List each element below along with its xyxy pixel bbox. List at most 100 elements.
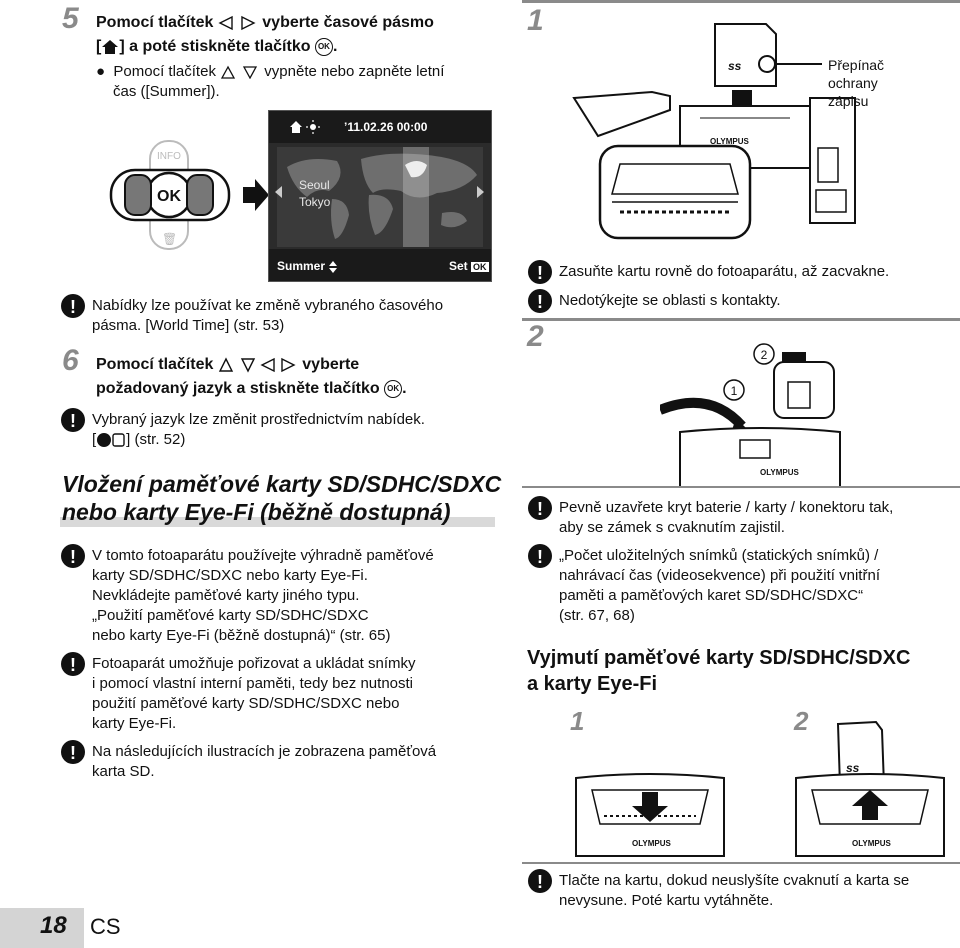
camera-brand-4: OLYMPUS — [852, 839, 891, 848]
top-rule — [522, 0, 960, 3]
section-heading-insert-card: Vložení paměťové karty SD/SDHC/SDXC nebo… — [62, 470, 501, 526]
note-world-time: ! Nabídky lze používat ke změně vybranéh… — [60, 294, 500, 336]
ok-key-icon: OK — [384, 379, 403, 398]
pull-card-illustration: ss OLYMPUS — [795, 720, 945, 857]
note-storable-l2: nahrávací čas (videosekvence) při použit… — [559, 567, 880, 584]
step2-rule — [522, 486, 960, 488]
caution-icon: ! — [528, 496, 552, 520]
remove-heading-l2: a karty Eye-Fi — [527, 673, 658, 695]
bottom-rule — [522, 862, 960, 864]
note-insert-straight: ! Zasuňte kartu rovně do fotoaparátu, až… — [527, 260, 957, 285]
caution-icon: ! — [61, 294, 85, 318]
note-card-types: ! V tomto fotoaparátu používejte výhradn… — [60, 544, 500, 646]
note-close-cover-l2: aby se zámek s cvaknutím zajistil. — [559, 519, 785, 536]
note-card-types-l3: Nevkládejte paměťové karty jiného typu. — [92, 587, 360, 604]
ok-key-icon: OK — [314, 37, 333, 56]
note-storable-l4: (str. 67, 68) — [559, 607, 635, 624]
callout-1: 1 — [731, 384, 738, 398]
svg-text:!: ! — [70, 297, 76, 317]
remove-step-2-number: 2 — [794, 706, 809, 736]
step-6-number: 6 — [62, 344, 79, 377]
language-icon — [97, 433, 125, 448]
mid-rule — [522, 318, 960, 321]
note-contacts-text: Nedotýkejte se oblasti s kontakty. — [559, 292, 781, 309]
note-card-types-l1: V tomto fotoaparátu používejte výhradně … — [92, 547, 434, 564]
page-number-tab — [0, 908, 84, 948]
note-storable-l3: paměti a paměťových karet SD/SDHC/SDXC“ — [559, 587, 864, 604]
section-heading-bar — [60, 517, 495, 527]
svg-text:!: ! — [537, 263, 543, 283]
note-sd-illustration: ! Na následujících ilustracích je zobraz… — [60, 740, 500, 782]
step-6-instruction: Pomocí tlačítek vyberte požadovaný jazyk… — [96, 356, 407, 398]
callout-l3: zápisu — [828, 93, 869, 109]
remove-card-heading: Vyjmutí paměťové karty SD/SDHC/SDXC a ka… — [527, 645, 910, 697]
note-internal-memory-l1: Fotoaparát umožňuje pořizovat a ukládat … — [92, 655, 416, 672]
screen-datetime: ’11.02.26 00:00 — [344, 120, 428, 134]
note-internal-memory-l2: i pomocí vlastní interní paměti, tedy be… — [92, 675, 413, 692]
four-way-arrows-icon — [218, 357, 296, 373]
note-contacts: ! Nedotýkejte se oblasti s kontakty. — [527, 289, 957, 314]
camera-brand: OLYMPUS — [710, 137, 749, 146]
caution-icon: ! — [528, 260, 552, 284]
step-6-line2: požadovaný jazyk a stiskněte tlačítko — [96, 380, 380, 397]
svg-text:!: ! — [537, 547, 543, 567]
card-insertion-illustration: ss OLYMPUS — [572, 23, 856, 240]
up-down-small-icon — [329, 260, 338, 273]
caution-icon: ! — [528, 289, 552, 313]
svg-text:!: ! — [537, 292, 543, 312]
caution-icon: ! — [61, 408, 85, 432]
remove-heading-l1: Vyjmutí paměťové karty SD/SDHC/SDXC — [527, 647, 911, 669]
callout-2: 2 — [761, 348, 768, 362]
world-map — [277, 147, 483, 247]
note-insert-straight-text: Zasuňte kartu rovně do fotoaparátu, až z… — [559, 263, 890, 280]
step-5-number: 5 — [62, 2, 79, 35]
step-5-bullet: ● Pomocí tlačítek vypněte nebo zapněte l… — [96, 62, 496, 102]
set-label: Set — [449, 259, 468, 273]
push-card-illustration: OLYMPUS — [575, 773, 725, 857]
callout-l1: Přepínač — [828, 57, 885, 73]
right-step-2-number: 2 — [527, 320, 544, 353]
world-time-screen: ’11.02.26 00:00 Seoul Tokyo Summer Set O… — [268, 110, 492, 282]
card-logo: ss — [728, 59, 742, 73]
step-5-line2b: ] a poté stiskněte tlačítko — [119, 38, 311, 55]
card-logo-2: ss — [846, 761, 860, 775]
camera-brand-2: OLYMPUS — [760, 468, 799, 477]
page-number: 18 — [40, 912, 67, 939]
ok-badge: OK — [471, 262, 489, 272]
step-6-line1b: vyberte — [302, 356, 360, 373]
map-left-arrow-icon — [275, 186, 282, 198]
home-icon — [102, 39, 119, 54]
section-heading-l2: nebo karty Eye-Fi (běžně dostupná) — [62, 499, 451, 525]
caution-icon: ! — [61, 544, 85, 568]
note-card-types-l5: nebo karty Eye-Fi (běžně dostupná)“ (str… — [92, 627, 391, 644]
bullet-dot-icon: ● — [96, 63, 106, 80]
control-pad-illustration: INFO 🗑 OK — [109, 140, 269, 250]
note-storable-l1: „Počet uložitelných snímků (statických s… — [559, 547, 879, 564]
note-internal-memory-l3: použití paměťové karty SD/SDHC/SDXC nebo — [92, 695, 400, 712]
note-push-card-l2: nevysune. Poté kartu vytáhněte. — [559, 892, 774, 909]
note-language-l1: Vybraný jazyk lze změnit prostřednictvím… — [92, 411, 425, 428]
step-5-bullet-c: čas ([Summer]). — [113, 83, 220, 100]
svg-text:!: ! — [537, 872, 543, 892]
left-right-arrows-icon — [218, 15, 256, 30]
note-language-l2b: ] (str. 52) — [126, 431, 186, 448]
caution-icon: ! — [61, 652, 85, 676]
svg-text:!: ! — [70, 655, 76, 675]
svg-text:INFO: INFO — [157, 151, 181, 162]
step-5-line1b: vyberte časové pásmo — [262, 14, 434, 31]
note-internal-memory: ! Fotoaparát umožňuje pořizovat a ukláda… — [60, 652, 500, 734]
svg-text:OK: OK — [157, 188, 181, 205]
home-sun-icon — [290, 120, 320, 134]
close-cover-illustration: 1 2 OLYMPUS — [660, 343, 841, 488]
note-language-l2a: [ — [92, 431, 97, 448]
caution-icon: ! — [61, 740, 85, 764]
city-tokyo: Tokyo — [299, 195, 331, 209]
note-storable-count: ! „Počet uložitelných snímků (statických… — [527, 544, 957, 626]
step-5-line1a: Pomocí tlačítek — [96, 14, 214, 31]
svg-text:!: ! — [70, 411, 76, 431]
note-push-card-l1: Tlačte na kartu, dokud neuslyšíte cvaknu… — [559, 872, 910, 889]
note-card-types-l4: „Použití paměťové karty SD/SDHC/SDXC — [92, 607, 369, 624]
svg-text:🗑: 🗑 — [162, 232, 177, 246]
remove-step-1-number: 1 — [570, 706, 585, 736]
svg-text:!: ! — [537, 499, 543, 519]
